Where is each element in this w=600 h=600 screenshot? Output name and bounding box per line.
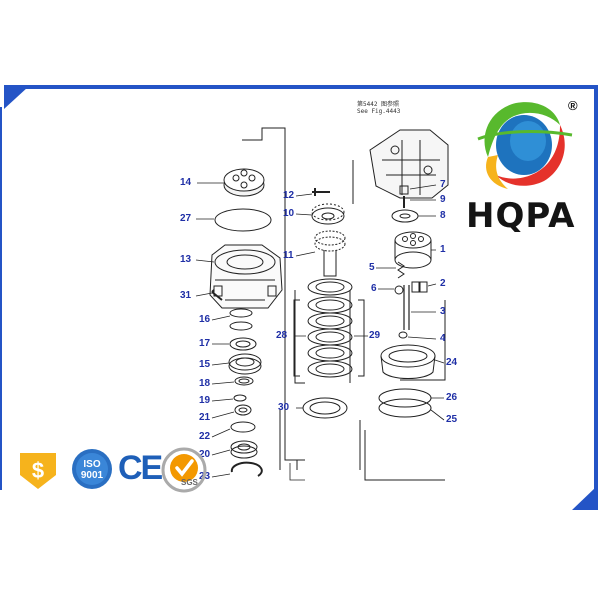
part-31-icon	[211, 289, 223, 301]
part-10-icon	[311, 203, 345, 225]
part-label: 12	[283, 190, 295, 201]
part-13-icon	[209, 244, 283, 309]
part-23-icon	[230, 461, 263, 477]
part-21-icon	[234, 404, 252, 416]
part-label: 24	[446, 357, 458, 368]
iso-line2: 9001	[80, 470, 104, 481]
part-label: 27	[180, 213, 192, 224]
part-27-icon	[214, 208, 272, 232]
iso-9001-badge-icon	[72, 449, 112, 489]
part-label: 14	[180, 177, 192, 188]
price-shield-icon: $	[20, 453, 56, 489]
part-11-icon	[314, 230, 346, 277]
valve-block-icon	[369, 129, 449, 199]
part-20-icon	[230, 440, 258, 459]
part-5-spring-icon	[397, 261, 405, 279]
part-16-icon	[229, 308, 253, 331]
iso-line1: ISO	[83, 459, 101, 470]
sgs-badge-icon	[161, 447, 207, 493]
part-19-icon	[233, 394, 247, 402]
part-label: 3	[440, 306, 446, 317]
brand-name: HQPA	[466, 196, 576, 236]
part-label: 16	[199, 314, 211, 325]
part-label: 19	[199, 395, 211, 406]
hqpa-globe-logo	[477, 102, 573, 189]
part-6-icon	[394, 285, 404, 295]
part-2-piston-icon	[411, 281, 428, 293]
part-3-shaft-icon	[403, 285, 410, 330]
part-30-icon	[302, 397, 348, 419]
part-18-icon	[234, 376, 254, 386]
part-label: 7	[440, 179, 446, 190]
part-12-icon	[312, 188, 330, 196]
part-label: 29	[369, 330, 381, 341]
part-label: 18	[199, 378, 211, 389]
part-label: 2	[440, 278, 446, 289]
part-label: 31	[180, 290, 192, 301]
center-bracket-line	[279, 160, 361, 470]
part-22-icon	[230, 421, 256, 433]
part-label: 11	[283, 250, 294, 261]
sgs-label: SGS	[181, 478, 198, 487]
part-28-29-disc-stack	[293, 278, 365, 378]
part-label: 20	[199, 449, 211, 460]
part-label: 13	[180, 254, 192, 265]
part-1-cylinder-icon	[394, 231, 432, 269]
part-label: 26	[446, 392, 458, 403]
svg-text:$: $	[32, 458, 44, 483]
part-label: 17	[199, 338, 211, 349]
left-bracket-line	[242, 127, 305, 470]
part-label: 6	[371, 283, 377, 294]
part-26-icon	[378, 388, 432, 408]
part-label: 10	[283, 208, 295, 219]
ce-mark: CE	[118, 449, 163, 487]
part-label: 25	[446, 414, 458, 425]
diagram-reference-note: 第5442 图参照 See Fig.4443	[357, 101, 401, 115]
part-label: 1	[440, 244, 446, 255]
blue-frame-border	[0, 85, 598, 510]
part-label: 30	[278, 402, 290, 413]
part-17-icon	[229, 337, 257, 351]
part-label: 8	[440, 210, 446, 221]
part-label: 4	[440, 333, 446, 344]
part-label: 15	[199, 359, 211, 370]
part-label: 22	[199, 431, 211, 442]
part-4-icon	[398, 331, 408, 339]
part-label: 9	[440, 194, 446, 205]
part-24-icon	[380, 344, 436, 380]
part-14-icon	[223, 168, 265, 197]
part-label: 21	[199, 412, 211, 423]
part-label: 5	[369, 262, 375, 273]
part-25-icon	[378, 398, 432, 418]
part-label: 28	[276, 330, 288, 341]
part-15-icon	[228, 353, 262, 375]
registered-mark: ®	[568, 98, 578, 113]
